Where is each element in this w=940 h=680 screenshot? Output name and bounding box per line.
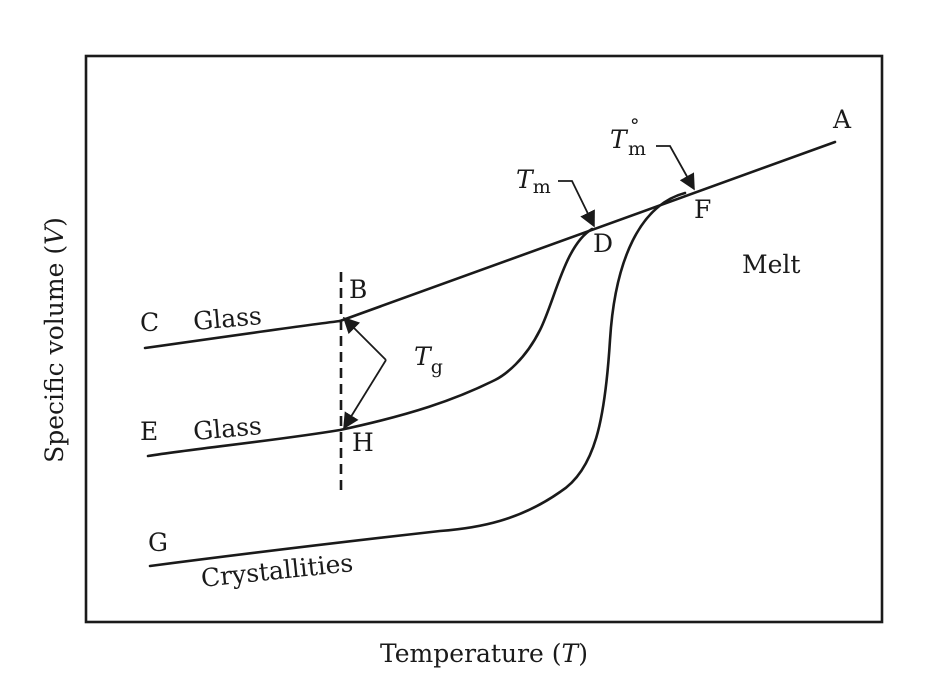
- region-label-glass-upper: Glass: [192, 301, 263, 336]
- point-label-f: F: [694, 195, 711, 224]
- crystalline-curve: [148, 191, 687, 568]
- tg-label: Tg: [414, 342, 443, 378]
- tg-arrow-to-h: [343, 359, 387, 430]
- tg-label-sub: g: [431, 356, 443, 378]
- x-axis-label-text: Temperature (: [380, 639, 561, 668]
- point-label-c: C: [140, 308, 159, 337]
- region-label-melt: Melt: [742, 250, 800, 279]
- tm0-label: T: [610, 125, 629, 154]
- tg-label-main: T: [414, 342, 433, 371]
- region-label-crystallities: Crystallities: [200, 548, 355, 593]
- tm-label-main: T: [516, 165, 535, 194]
- glass-curve-lower: [146, 227, 594, 458]
- point-label-h: H: [352, 428, 374, 457]
- region-label-glass-lower: Glass: [192, 411, 263, 446]
- y-axis-label-close: ): [40, 217, 69, 227]
- point-label-d: D: [593, 229, 613, 258]
- y-axis-label-var: V: [40, 224, 69, 245]
- tm-label-sub: m: [533, 176, 551, 198]
- x-axis-label-var: T: [562, 639, 581, 668]
- tm0-arrow: [656, 145, 695, 191]
- tm0-label-sup: °: [630, 115, 640, 137]
- tg-arrow-to-b: [342, 316, 387, 361]
- point-label-g: G: [148, 528, 168, 557]
- point-label-b: B: [349, 275, 367, 304]
- tm-arrow: [558, 180, 595, 228]
- glass-line-upper: [143, 319, 342, 350]
- point-label-a: A: [832, 105, 852, 134]
- tm-label: Tm: [516, 165, 551, 198]
- plot-frame: [84, 54, 884, 624]
- tm0-label-sub: m: [628, 138, 646, 160]
- point-label-e: E: [140, 417, 158, 446]
- x-axis-label: Temperature (T): [380, 639, 588, 668]
- y-axis-label: Specific volume (V): [40, 217, 69, 463]
- x-axis-label-close: ): [578, 639, 588, 668]
- y-axis-label-text: Specific volume (: [40, 245, 69, 463]
